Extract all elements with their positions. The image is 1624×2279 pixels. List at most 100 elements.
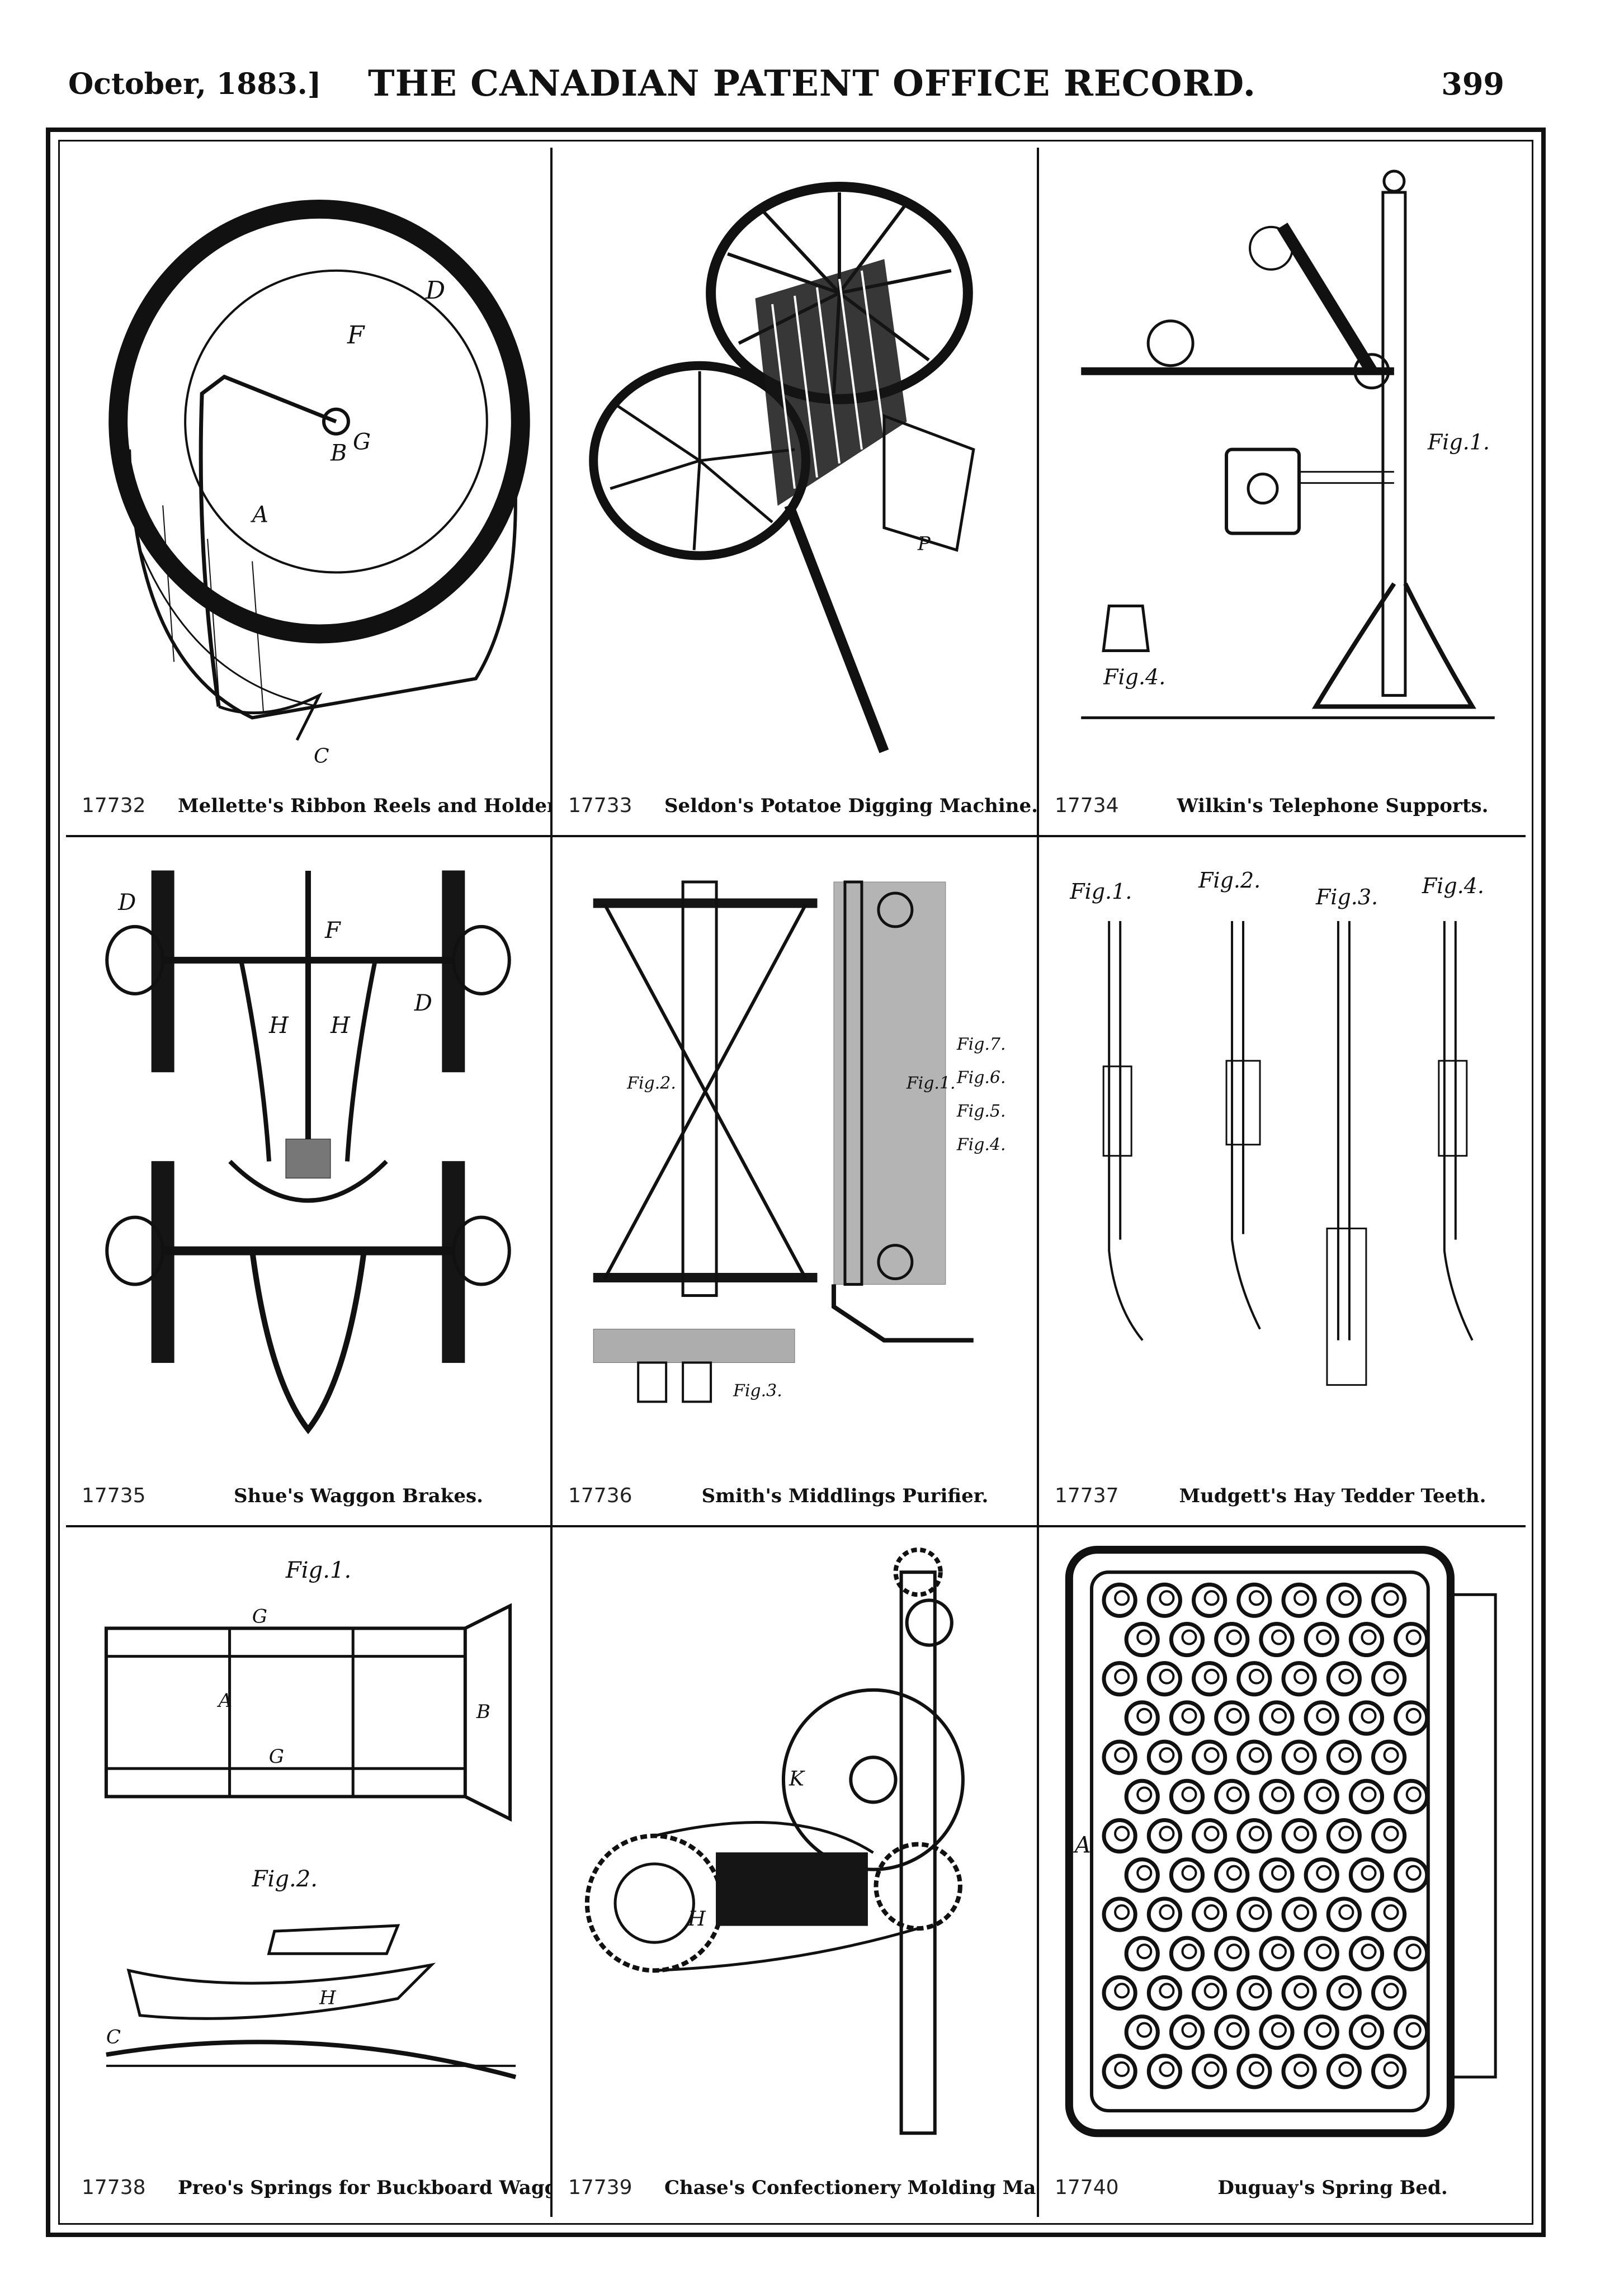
spring-coil: [1304, 1936, 1339, 1971]
spring-coil-top: [1271, 1943, 1287, 1959]
patent-title: Smith's Middlings Purifier.: [701, 1484, 989, 1507]
spring-coil-top: [1361, 1629, 1377, 1645]
spring-coil-top: [1248, 1747, 1264, 1763]
spring-coil: [1214, 1621, 1250, 1657]
patent-cell: K H 17739 Chase's Confectionery Molding …: [553, 1527, 1039, 2217]
spring-coil: [1146, 1818, 1182, 1853]
spring-coil: [1124, 1936, 1160, 1971]
patent-grid: F D B G A C 17732 Mellette's Ribbon Reel…: [66, 148, 1526, 2217]
svg-text:P: P: [917, 533, 931, 555]
patent-caption: 17740 Duguay's Spring Bed.: [1039, 2169, 1526, 2202]
fig-label: Fig.2.: [1198, 868, 1261, 893]
spring-coil-top: [1405, 1865, 1422, 1881]
spring-coil-top: [1226, 2022, 1242, 2038]
spring-coil-top: [1338, 1589, 1354, 1606]
spring-coil: [1281, 1818, 1317, 1853]
spring-coil: [1169, 2014, 1205, 2050]
spring-coil: [1146, 1582, 1182, 1618]
spring-coil: [1102, 1660, 1137, 1697]
page-number: 399: [1441, 66, 1504, 102]
spring-coil: [1102, 1582, 1137, 1618]
spring-coil: [1371, 2053, 1407, 2089]
spring-coil-top: [1114, 1904, 1130, 1920]
spring-coil-top: [1159, 1904, 1175, 1920]
spring-coil: [1214, 1936, 1250, 1971]
spring-coil: [1326, 1818, 1362, 1853]
spring-coil-top: [1316, 1786, 1332, 1803]
spring-coil: [1236, 1975, 1272, 2011]
fig-label: Fig.5.: [956, 1102, 1006, 1121]
spring-coil: [1326, 1896, 1362, 1932]
fig-label: Fig.1.: [1427, 430, 1490, 455]
patent-number: 17738: [82, 2176, 146, 2199]
spring-coil-top: [1136, 1707, 1153, 1724]
spring-coil: [1146, 1975, 1182, 2011]
spring-coil-top: [1114, 1747, 1130, 1763]
svg-text:A: A: [1073, 1832, 1091, 1858]
spring-coil-top: [1203, 1668, 1220, 1685]
spring-coil-top: [1361, 1707, 1377, 1724]
spring-coil-top: [1159, 1983, 1175, 1999]
fig-label: Fig.6.: [956, 1068, 1006, 1088]
spring-coil: [1169, 1621, 1205, 1657]
spring-coil: [1124, 2014, 1160, 2050]
svg-text:H: H: [687, 1907, 706, 1931]
telephone-support-drawing: Fig.1. Fig.4.: [1050, 159, 1514, 773]
svg-text:F: F: [347, 321, 365, 350]
patent-number: 17733: [568, 794, 632, 818]
spring-coil-top: [1338, 1904, 1354, 1920]
patent-number: 17737: [1055, 1484, 1119, 1507]
spring-coil-top: [1338, 1983, 1354, 1999]
patent-cell: Fig.1. Fig.2. Fig.3. Fig.4. Fig.5. Fig.6…: [553, 837, 1039, 1527]
spring-coil: [1169, 1936, 1205, 1971]
spring-coil-top: [1293, 1668, 1310, 1685]
spring-coil-top: [1293, 2061, 1310, 2077]
potato-digger-drawing: P: [564, 159, 1026, 773]
patent-title: Seldon's Potatoe Digging Machine.: [664, 795, 1038, 818]
spring-coil-top: [1136, 1943, 1153, 1959]
spring-coil: [1124, 1778, 1160, 1814]
spring-coil-top: [1114, 2061, 1130, 2077]
spring-coil: [1236, 1818, 1272, 1853]
spring-coil: [1304, 1857, 1339, 1893]
spring-coil: [1326, 1582, 1362, 1618]
patent-plate: F D B G A C 17732 Mellette's Ribbon Reel…: [46, 128, 1546, 2237]
svg-text:A: A: [217, 1690, 233, 1712]
svg-text:C: C: [106, 2026, 121, 2048]
spring-coil: [1348, 1621, 1385, 1657]
spring-coil-top: [1405, 1629, 1422, 1645]
patent-cell: A 17740 Duguay's Spring Bed.: [1039, 1527, 1526, 2217]
spring-coil: [1281, 1739, 1317, 1775]
spring-coil-top: [1203, 1747, 1220, 1763]
patent-number: 17740: [1055, 2176, 1119, 2199]
spring-coil: [1192, 2053, 1228, 2089]
spring-coil-top: [1316, 1629, 1332, 1645]
spring-coil-top: [1159, 1747, 1175, 1763]
spring-coil-top: [1338, 1747, 1354, 1763]
spring-coil: [1102, 1818, 1137, 1853]
spring-coil: [1326, 1739, 1362, 1775]
patent-caption: 17735 Shue's Waggon Brakes.: [66, 1477, 550, 1511]
spring-coil: [1169, 1778, 1205, 1814]
spring-coil-top: [1405, 2022, 1422, 2038]
spring-coil: [1281, 2053, 1317, 2089]
patent-caption: 17733 Seldon's Potatoe Digging Machine.: [553, 787, 1037, 820]
spring-coil: [1192, 1739, 1228, 1775]
spring-coil-top: [1114, 1589, 1130, 1606]
spring-coil: [1326, 2053, 1362, 2089]
spring-coil-top: [1159, 1668, 1175, 1685]
patent-title: Mellette's Ribbon Reels and Holder.: [178, 795, 553, 818]
spring-coil-top: [1203, 1589, 1220, 1606]
patent-title: Preo's Springs for Buckboard Waggons.: [178, 2177, 553, 2199]
spring-coil-top: [1203, 1983, 1220, 1999]
svg-text:K: K: [789, 1766, 805, 1790]
spring-bed-drawing: A: [1050, 1539, 1514, 2155]
spring-coil-top: [1383, 1983, 1399, 1999]
spring-coil: [1124, 1621, 1160, 1657]
spring-coil: [1169, 1700, 1205, 1736]
spring-coil-top: [1383, 1904, 1399, 1920]
spring-coil: [1236, 1582, 1272, 1618]
spring-coil: [1124, 1700, 1160, 1736]
spring-coil-top: [1316, 1707, 1332, 1724]
spring-coil: [1259, 1700, 1295, 1736]
